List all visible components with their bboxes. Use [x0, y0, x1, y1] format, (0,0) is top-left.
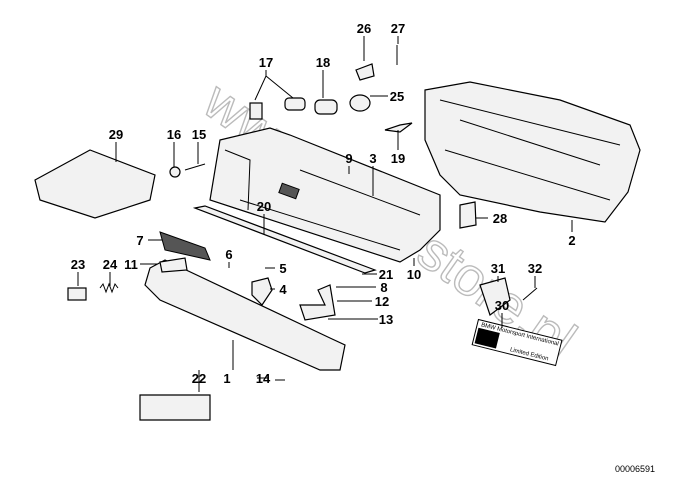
part-28-cover — [459, 201, 477, 229]
label-7: 7 — [136, 233, 143, 248]
part-24-spring — [99, 282, 119, 294]
label-29: 29 — [109, 127, 123, 142]
part-8-hinge — [299, 284, 336, 321]
label-14: 14 — [256, 371, 271, 386]
label-18: 18 — [316, 55, 330, 70]
label-26: 26 — [357, 21, 371, 36]
label-19: 19 — [391, 151, 405, 166]
label-11: 11 — [124, 257, 138, 272]
label-28: 28 — [493, 211, 507, 226]
part-26-clip — [355, 63, 375, 81]
part-23-button — [67, 287, 87, 301]
label-31: 31 — [491, 261, 505, 276]
label-5: 5 — [279, 261, 286, 276]
label-16: 16 — [167, 127, 181, 142]
part-7-latch — [159, 231, 211, 261]
label-12: 12 — [375, 294, 389, 309]
part-17-lock — [284, 97, 306, 111]
label-6: 6 — [225, 247, 232, 262]
label-23: 23 — [71, 257, 85, 272]
label-1: 1 — [223, 371, 230, 386]
part-4-bracket — [251, 277, 273, 306]
label-8: 8 — [380, 280, 387, 295]
label-22: 22 — [192, 371, 206, 386]
label-24: 24 — [103, 257, 118, 272]
part-32-bolt — [522, 287, 538, 301]
diagram-code: 00006591 — [615, 464, 655, 474]
label-3: 3 — [369, 151, 376, 166]
label-32: 32 — [528, 261, 542, 276]
label-20: 20 — [257, 199, 271, 214]
part-15-screw — [184, 163, 206, 171]
part-3-frame — [209, 127, 441, 263]
part-2-glovebox-housing — [424, 81, 641, 223]
label-27: 27 — [391, 21, 405, 36]
part-19-pin — [384, 122, 413, 133]
part-17-key — [249, 102, 263, 120]
part-29-tray — [34, 149, 156, 219]
part-25-cap — [349, 94, 371, 112]
label-21: 21 — [379, 267, 393, 282]
label-25: 25 — [390, 89, 404, 104]
part-16-plug — [169, 166, 181, 178]
label-9: 9 — [345, 151, 352, 166]
part-31-bracket — [479, 277, 511, 316]
label-10: 10 — [407, 267, 421, 282]
label-13: 13 — [379, 312, 393, 327]
label-4: 4 — [279, 282, 287, 297]
label-15: 15 — [192, 127, 206, 142]
part-21-strip — [192, 205, 377, 274]
part-18-lock-cylinder — [314, 99, 338, 115]
leader-lines — [77, 36, 573, 392]
label-17: 17 — [259, 55, 273, 70]
part-11-knob — [159, 257, 188, 273]
part-22-pad — [139, 394, 211, 421]
part-1-glovebox-lid — [144, 259, 346, 371]
label-2: 2 — [568, 233, 575, 248]
label-30: 30 — [495, 298, 509, 313]
part-labels: 1 2 3 4 5 6 7 8 9 10 11 12 13 14 15 16 1… — [71, 21, 576, 386]
